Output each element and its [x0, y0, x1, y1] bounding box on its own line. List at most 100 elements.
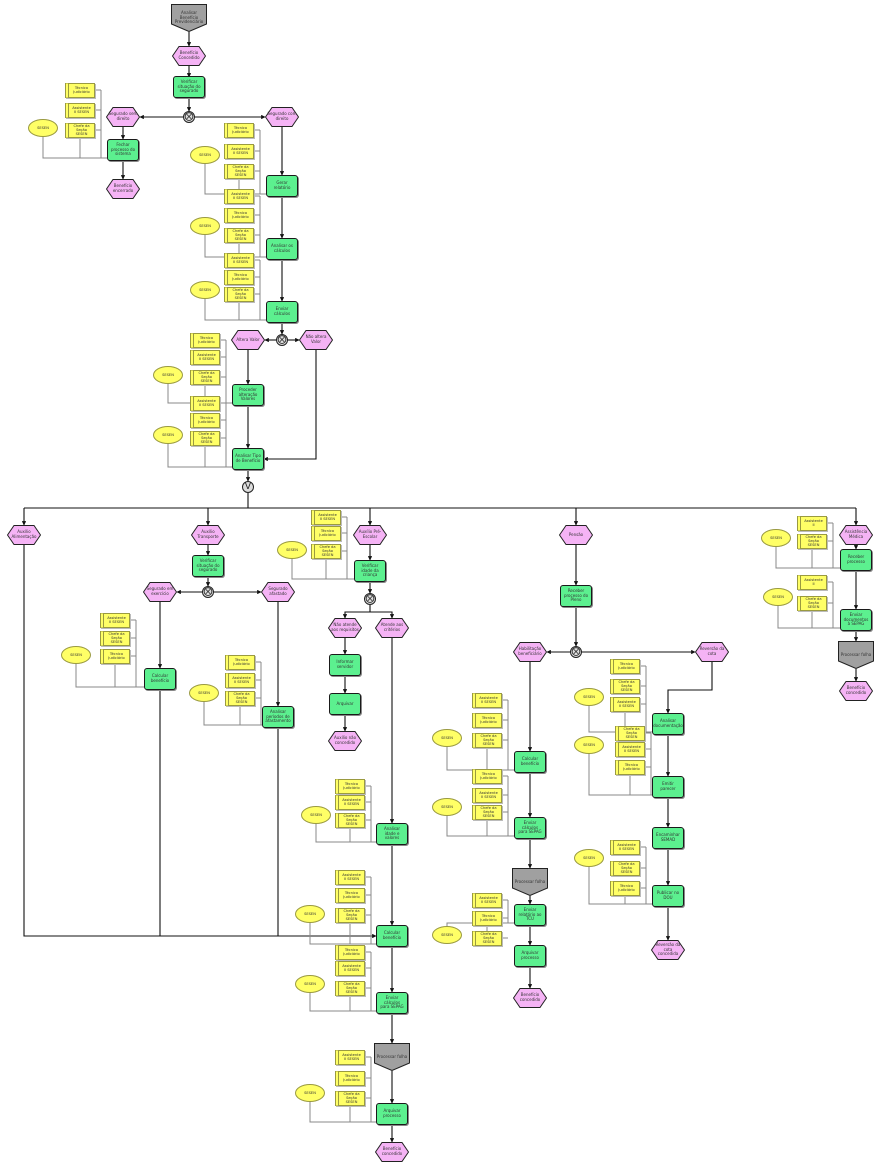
role-assistente-sesen[interactable]: Assistente II SESEN — [65, 102, 95, 118]
org-unit-sesen[interactable]: SESEN — [432, 926, 462, 944]
function-f_b3an[interactable]: Analisar idade e valores — [376, 823, 408, 845]
role-assistente[interactable]: Assistente II — [797, 515, 827, 531]
org-unit-sesen[interactable]: SESEN — [153, 366, 183, 384]
function-f_b4par[interactable]: Emitir parecer — [652, 776, 684, 798]
org-unit-sesen[interactable]: SESEN — [190, 146, 220, 164]
function-f_arq[interactable]: Arquivar processo — [376, 1103, 408, 1125]
event-e_enc[interactable]: Benefício encerrado — [106, 179, 140, 199]
function-f_b2calc[interactable]: Calcular benefício — [144, 668, 176, 690]
org-unit-sesen[interactable]: SESEN — [190, 217, 220, 235]
event-e_b1[interactable]: Auxílio Alimentação — [7, 525, 41, 545]
event-e_b2af[interactable]: Segurado afastado — [261, 582, 295, 602]
xor-connector-icon[interactable]: ⨂ — [202, 586, 214, 598]
role-tecnico-judiciario[interactable]: Técnico Judiciário — [311, 525, 341, 541]
process-interface-p_folha[interactable]: Processar folha — [374, 1043, 410, 1071]
org-unit-sesen[interactable]: SESEN — [301, 806, 331, 824]
function-f_b2ver[interactable]: Verificar situação do segurado — [192, 555, 224, 577]
process-interface-p_b4folha[interactable]: Processar folha — [512, 868, 548, 896]
org-unit-sesen[interactable]: SESEN — [277, 541, 307, 559]
function-f_b5rec[interactable]: Receber processo — [840, 549, 872, 571]
role-chefe-secao[interactable]: Chefe da Seção SESEN — [224, 227, 254, 243]
role-tecnico-judiciario[interactable]: Técnico Judiciário — [610, 880, 640, 896]
event-e_b4conc[interactable]: Benefício concedido — [513, 988, 547, 1008]
role-chefe-secao[interactable]: Chefe da Seção SESEN — [190, 369, 220, 385]
role-assistente-sesen[interactable]: Assistente II SESEN — [224, 252, 254, 268]
role-assistente-sesen[interactable]: Assistente II SESEN — [610, 839, 640, 855]
xor-connector-icon[interactable]: ⨂ — [570, 646, 582, 658]
event-e_conc[interactable]: Benefício concedido — [375, 1142, 409, 1162]
function-f_b4env[interactable]: Enviar cálculos para SEPAG — [514, 817, 546, 839]
role-assistente-sesen[interactable]: Assistente II SESEN — [224, 143, 254, 159]
event-e_b3sim[interactable]: Atende aos critérios — [375, 618, 409, 638]
role-tecnico-judiciario[interactable]: Técnico Judiciário — [190, 412, 220, 428]
org-unit-sesen[interactable]: SESEN — [574, 849, 604, 867]
org-unit-sesen[interactable]: SESEN — [574, 688, 604, 706]
role-assistente-sesen[interactable]: Assistente II SESEN — [224, 188, 254, 204]
role-chefe-secao[interactable]: Chefe da Seção SESEN — [472, 732, 502, 748]
function-f_b4rec[interactable]: Receber processo do Pleno — [560, 585, 592, 607]
role-chefe-secao[interactable]: Chefe da Seção SESEN — [610, 678, 640, 694]
role-tecnico-judiciario[interactable]: Técnico Judiciário — [472, 768, 502, 784]
event-e_nalt[interactable]: Não altera Valor — [299, 330, 333, 350]
org-unit-sesen[interactable]: SESEN — [763, 588, 793, 606]
xor-connector-icon[interactable]: ⨂ — [364, 593, 376, 605]
function-f_b3arq[interactable]: Arquivar — [329, 693, 361, 715]
function-f_rel[interactable]: Gerar relatório — [266, 175, 298, 197]
or-connector-icon[interactable]: V — [242, 481, 254, 493]
role-assistente-sesen[interactable]: Assistente II SESEN — [615, 741, 645, 757]
role-assistente[interactable]: Assistente II — [797, 574, 827, 590]
event-e_alt[interactable]: Altera Valor — [231, 330, 265, 350]
event-e_com[interactable]: Segurado com direito — [265, 107, 299, 127]
role-tecnico-judiciario[interactable]: Técnico Judiciário — [615, 759, 645, 775]
function-f_b5env[interactable]: Enviar documentos à SEPAG — [840, 609, 872, 631]
xor-connector-icon[interactable]: ⨂ — [276, 334, 288, 346]
org-unit-sesen[interactable]: SESEN — [295, 1084, 325, 1102]
role-assistente-sesen[interactable]: Assistente II SESEN — [472, 787, 502, 803]
process-interface-p1[interactable]: Analisar Benefício Previdenciário — [171, 4, 207, 32]
role-tecnico-judiciario[interactable]: Técnico Judiciário — [610, 658, 640, 674]
role-chefe-secao[interactable]: Chefe da Seção SESEN — [335, 907, 365, 923]
org-unit-sesen[interactable]: SESEN — [295, 975, 325, 993]
role-assistente-sesen[interactable]: Assistente II SESEN — [472, 892, 502, 908]
role-chefe-secao[interactable]: Chefe da Seção SESEN — [472, 930, 502, 946]
org-unit-sesen[interactable]: SESEN — [761, 529, 791, 547]
org-unit-sesen[interactable]: SESEN — [432, 729, 462, 747]
org-unit-sesen[interactable]: SESEN — [189, 684, 219, 702]
role-tecnico-judiciario[interactable]: Técnico Judiciário — [335, 944, 365, 960]
function-f_b4doc[interactable]: Analisar documentação — [652, 713, 684, 735]
role-chefe-secao[interactable]: Chefe da Seção SESEN — [335, 980, 365, 996]
event-e1[interactable]: Benefício Concedido — [172, 46, 206, 66]
function-f_b4tcu[interactable]: Enviar relatório ao TCU — [514, 904, 546, 926]
role-tecnico-judiciario[interactable]: Técnico Judiciário — [472, 712, 502, 728]
role-tecnico-judiciario[interactable]: Técnico Judiciário — [65, 82, 95, 98]
role-assistente-sesen[interactable]: Assistente II SESEN — [190, 349, 220, 365]
role-tecnico-judiciario[interactable]: Técnico Judiciário — [335, 778, 365, 794]
org-unit-sesen[interactable]: SESEN — [153, 426, 183, 444]
function-f_b4sem[interactable]: Encaminhar SEMAD — [652, 827, 684, 849]
role-tecnico-judiciario[interactable]: Técnico Judiciário — [224, 207, 254, 223]
role-tecnico-judiciario[interactable]: Técnico Judiciário — [335, 1070, 365, 1086]
role-assistente-sesen[interactable]: Assistente II SESEN — [190, 395, 220, 411]
role-assistente-sesen[interactable]: Assistente II SESEN — [610, 696, 640, 712]
org-unit-sesen[interactable]: SESEN — [295, 905, 325, 923]
function-f_b3inf[interactable]: Informar servidor — [329, 654, 361, 676]
role-tecnico-judiciario[interactable]: Técnico Judiciário — [472, 910, 502, 926]
org-unit-sesen[interactable]: SESEN — [574, 736, 604, 754]
function-f1[interactable]: Verificar situação do segurado — [173, 76, 205, 98]
function-f_b3ver[interactable]: Verificar idade da criança — [354, 560, 386, 582]
function-f_calc[interactable]: Calcular benefício — [376, 925, 408, 947]
function-f_b4calc[interactable]: Calcular benefício — [514, 751, 546, 773]
role-assistente-sesen[interactable]: Assistente II SESEN — [472, 692, 502, 708]
role-chefe-secao[interactable]: Chefe da Seção SESEN — [472, 804, 502, 820]
role-assistente-sesen[interactable]: Assistente II SESEN — [311, 509, 341, 525]
event-e_b4rev[interactable]: Reversão da cota — [695, 642, 729, 662]
org-unit-sesen[interactable]: SESEN — [61, 646, 91, 664]
function-f_anal[interactable]: Analisar os cálculos — [266, 238, 298, 260]
role-chefe-secao[interactable]: Chefe da Seção SESEN — [797, 595, 827, 611]
function-f_sepag[interactable]: Enviar cálculos para SEPAG — [376, 992, 408, 1014]
event-e_b5conc[interactable]: Benefício concedido — [839, 681, 873, 701]
function-f_proc[interactable]: Proceder alteração Valores — [232, 384, 264, 406]
role-chefe-secao[interactable]: Chefe da Seção SESEN — [335, 1090, 365, 1106]
role-chefe-secao[interactable]: Chefe da Seção SESEN — [797, 533, 827, 549]
role-chefe-secao[interactable]: Chefe da Seção SESEN — [225, 690, 255, 706]
